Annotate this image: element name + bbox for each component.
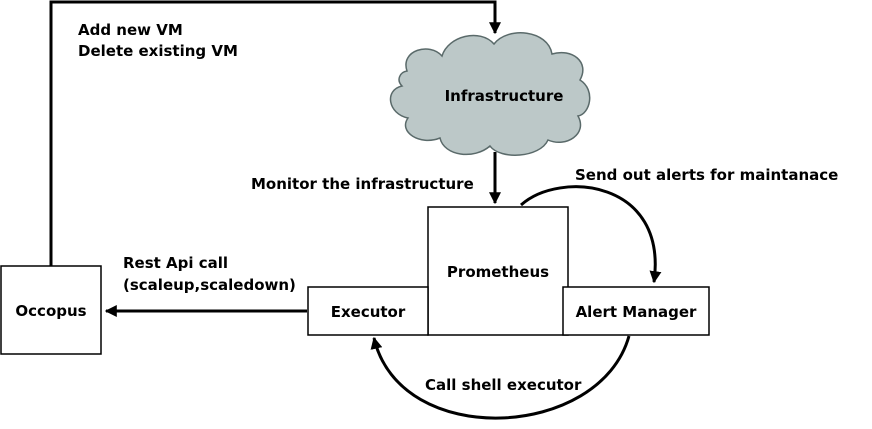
prometheus-label: Prometheus [447,263,549,281]
alerts-label: Send out alerts for maintanace [575,166,838,184]
delete-vm-label: Delete existing VM [78,42,238,60]
monitor-label: Monitor the infrastructure [251,175,474,193]
occopus-to-infrastructure-arrow [49,0,501,267]
rest-api-params-label: (scaleup,scaledown) [123,276,296,294]
shell-executor-label: Call shell executor [425,376,582,394]
occopus-box [0,265,102,355]
prometheus-box [427,206,569,336]
prometheus-to-alertmanager-arrow [519,185,662,284]
occopus-label: Occopus [15,302,86,320]
executor-box [307,286,429,336]
cloud-shape [389,32,591,156]
alert-manager-box [562,286,710,336]
executor-label: Executor [331,303,406,321]
infrastructure-cloud: Infrastructure [389,32,591,156]
alert-manager-label: Alert Manager [576,303,697,321]
alertmanager-to-executor-arrow [370,335,631,420]
infrastructure-label: Infrastructure [445,87,564,105]
add-vm-label: Add new VM [78,21,183,39]
rest-api-label: Rest Api call [123,254,228,272]
